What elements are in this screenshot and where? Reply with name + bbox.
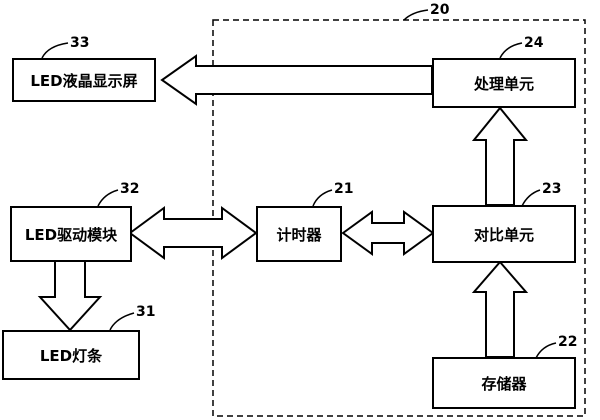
storage-label: 存储器 [481,374,527,393]
compare-unit-block: 对比单元 [432,205,576,263]
leader-32 [97,189,119,207]
led-driver-label: LED驱动模块 [24,225,118,244]
ref-20: 20 [430,2,450,18]
leader-24 [499,42,523,59]
lcd-display-block: LED液晶显示屏 [12,58,156,102]
timer-label: 计时器 [276,225,322,244]
arrow-driver-timer [128,206,258,260]
lcd-display-label: LED液晶显示屏 [30,71,138,90]
ref-23: 23 [542,181,562,197]
timer-block: 计时器 [256,206,342,262]
ref-31: 31 [136,304,156,320]
leader-22 [535,342,557,359]
ref-21: 21 [334,181,354,197]
ref-32: 32 [120,181,140,197]
arrow-compare-to-processing [471,106,529,206]
led-strip-block: LED灯条 [2,330,140,380]
compare-unit-label: 对比单元 [473,225,534,244]
processing-unit-label: 处理单元 [473,74,534,93]
leader-33 [41,42,69,59]
ref-24: 24 [524,35,544,51]
leader-23 [521,189,541,207]
arrow-processing-to-lcd [160,54,433,106]
group-boundary [212,19,586,417]
arrow-storage-to-compare [471,260,529,358]
led-driver-block: LED驱动模块 [10,206,132,262]
leader-21 [312,189,333,207]
ref-22: 22 [558,334,578,350]
arrow-driver-to-strip [37,260,103,332]
storage-block: 存储器 [432,357,576,409]
arrow-timer-compare [341,210,435,256]
ref-33: 33 [70,35,90,51]
led-strip-label: LED灯条 [39,346,103,365]
processing-unit-block: 处理单元 [432,58,576,108]
leader-31 [109,312,135,331]
leader-20 [403,9,429,21]
